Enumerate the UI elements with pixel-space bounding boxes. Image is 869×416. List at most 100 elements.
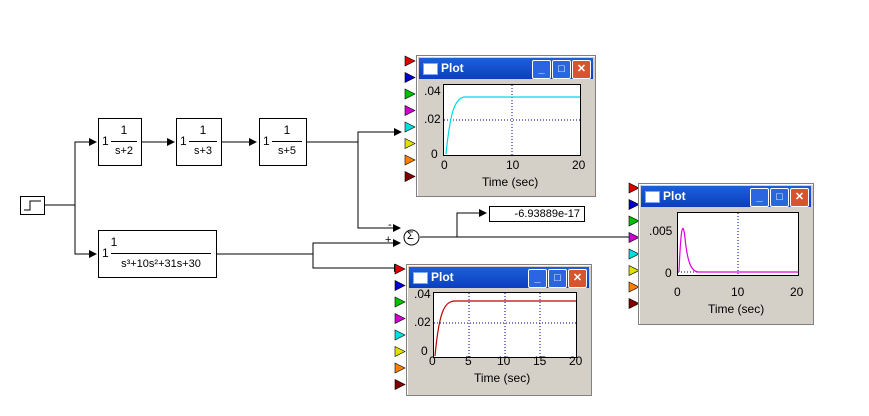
plot1-area (443, 84, 581, 156)
transfer-function-block-2[interactable]: 1 1 s+3 (176, 118, 222, 166)
plot2-ytick: .005 (649, 224, 673, 238)
input-port-arrow[interactable] (628, 199, 640, 210)
minimize-button[interactable]: _ (528, 269, 547, 288)
plot3-xtick: 0 (429, 354, 436, 368)
maximize-button[interactable]: □ (770, 188, 789, 207)
tf1-gain: 1 (102, 134, 109, 148)
plot3-xtick: 20 (569, 354, 583, 368)
tf2-gain: 1 (180, 134, 187, 148)
plot1-titlebar[interactable]: Plot _ □ ✕ (419, 58, 593, 79)
plot1-ytick: .04 (424, 84, 441, 98)
plot-window-1[interactable]: Plot _ □ ✕ .04 .02 0 0 10 20 Time (sec) (416, 55, 596, 197)
input-port-arrow[interactable] (628, 232, 640, 243)
input-port-arrow[interactable] (628, 281, 640, 293)
plot3-xtick: 5 (465, 354, 472, 368)
input-port-arrow[interactable] (394, 329, 406, 341)
plot2-curve (678, 213, 798, 275)
input-port-arrow[interactable] (628, 248, 640, 260)
window-icon (645, 191, 660, 203)
close-button[interactable]: ✕ (790, 188, 809, 207)
plot3-xtick: 15 (533, 354, 547, 368)
minimize-button[interactable]: _ (750, 188, 769, 207)
tf3-fraction-line (272, 141, 302, 142)
close-button[interactable]: ✕ (568, 269, 587, 288)
input-port-arrow[interactable] (628, 182, 640, 194)
tf3-denominator: s+5 (277, 145, 297, 157)
tf4-gain: 1 (102, 246, 109, 260)
plot1-xtick: 10 (506, 158, 520, 172)
input-port-arrow[interactable] (394, 379, 406, 390)
tf4-denominator: s³+10s²+31s+30 (121, 258, 201, 270)
input-port-arrow[interactable] (628, 298, 640, 309)
plot3-area (433, 292, 577, 358)
maximize-button[interactable]: □ (552, 60, 571, 79)
plot1-ytick: 0 (431, 147, 438, 161)
tf4-fraction-line (111, 253, 211, 254)
tf1-fraction-line (111, 141, 137, 142)
minimize-button[interactable]: _ (532, 60, 551, 79)
input-port-arrow[interactable] (394, 263, 406, 275)
transfer-function-block-1[interactable]: 1 1 s+2 (98, 118, 142, 166)
sum-plus-sign: + (385, 234, 392, 246)
summation-block[interactable]: Σ (403, 229, 420, 246)
input-port-arrow[interactable] (404, 138, 416, 149)
plot1-ytick: .02 (424, 112, 441, 126)
input-port-arrow[interactable] (394, 346, 406, 357)
input-port-arrow[interactable] (404, 88, 416, 100)
plot3-title: Plot (431, 270, 454, 284)
input-port-arrow[interactable] (404, 105, 416, 116)
input-port-arrow[interactable] (404, 171, 416, 182)
input-port-arrow[interactable] (394, 296, 406, 308)
tf3-gain: 1 (263, 134, 270, 148)
plot2-ytick: 0 (665, 266, 672, 280)
plot1-input-ports (404, 55, 416, 182)
input-port-arrow[interactable] (628, 265, 640, 276)
plot3-xtick: 10 (497, 354, 511, 368)
input-port-arrow[interactable] (628, 215, 640, 227)
tf4-numerator: 1 (110, 235, 118, 249)
input-port-arrow[interactable] (394, 313, 406, 324)
display-value: -6.93889e-17 (514, 208, 580, 220)
transfer-function-block-4[interactable]: 1 1 s³+10s²+31s+30 (98, 230, 217, 278)
plot3-xlabel: Time (sec) (474, 371, 531, 385)
plot2-input-ports (628, 182, 640, 309)
input-port-arrow[interactable] (404, 72, 416, 83)
input-port-arrow[interactable] (404, 154, 416, 166)
plot-window-3[interactable]: Plot _ □ ✕ .04 .02 0 0 5 10 15 20 Time (… (406, 264, 592, 396)
plot1-xlabel: Time (sec) (482, 175, 539, 189)
input-port-arrow[interactable] (404, 121, 416, 133)
plot2-area (677, 212, 799, 276)
plot3-ytick: .02 (414, 315, 431, 329)
plot1-title: Plot (441, 61, 464, 75)
tf2-fraction-line (189, 141, 217, 142)
tf1-numerator: 1 (120, 123, 128, 137)
plot2-titlebar[interactable]: Plot _ □ ✕ (641, 186, 811, 207)
input-port-arrow[interactable] (404, 55, 416, 67)
window-icon (423, 63, 438, 75)
tf2-numerator: 1 (199, 123, 207, 137)
close-button[interactable]: ✕ (572, 60, 591, 79)
plot1-xtick: 20 (572, 158, 586, 172)
sum-circle-icon (403, 229, 420, 246)
plot1-xtick: 0 (441, 158, 448, 172)
plot2-xtick: 10 (731, 285, 745, 299)
step-source-block[interactable] (20, 196, 45, 215)
maximize-button[interactable]: □ (548, 269, 567, 288)
step-icon (24, 200, 41, 211)
window-icon (413, 272, 428, 284)
sum-minus-sign: - (388, 219, 392, 231)
tf3-numerator: 1 (283, 123, 291, 137)
display-readout[interactable]: -6.93889e-17 (489, 206, 585, 222)
plot2-title: Plot (663, 189, 686, 203)
plot3-ytick: .04 (414, 287, 431, 301)
plot2-xtick: 0 (674, 285, 681, 299)
plot3-titlebar[interactable]: Plot _ □ ✕ (409, 267, 589, 288)
input-port-arrow[interactable] (394, 362, 406, 374)
input-port-arrow[interactable] (394, 280, 406, 291)
tf2-denominator: s+3 (193, 145, 213, 157)
plot2-xtick: 20 (790, 285, 804, 299)
plot1-curve (444, 85, 580, 155)
transfer-function-block-3[interactable]: 1 1 s+5 (259, 118, 307, 166)
plot-window-2[interactable]: Plot _ □ ✕ .005 0 0 10 20 Time (sec) (638, 183, 814, 325)
